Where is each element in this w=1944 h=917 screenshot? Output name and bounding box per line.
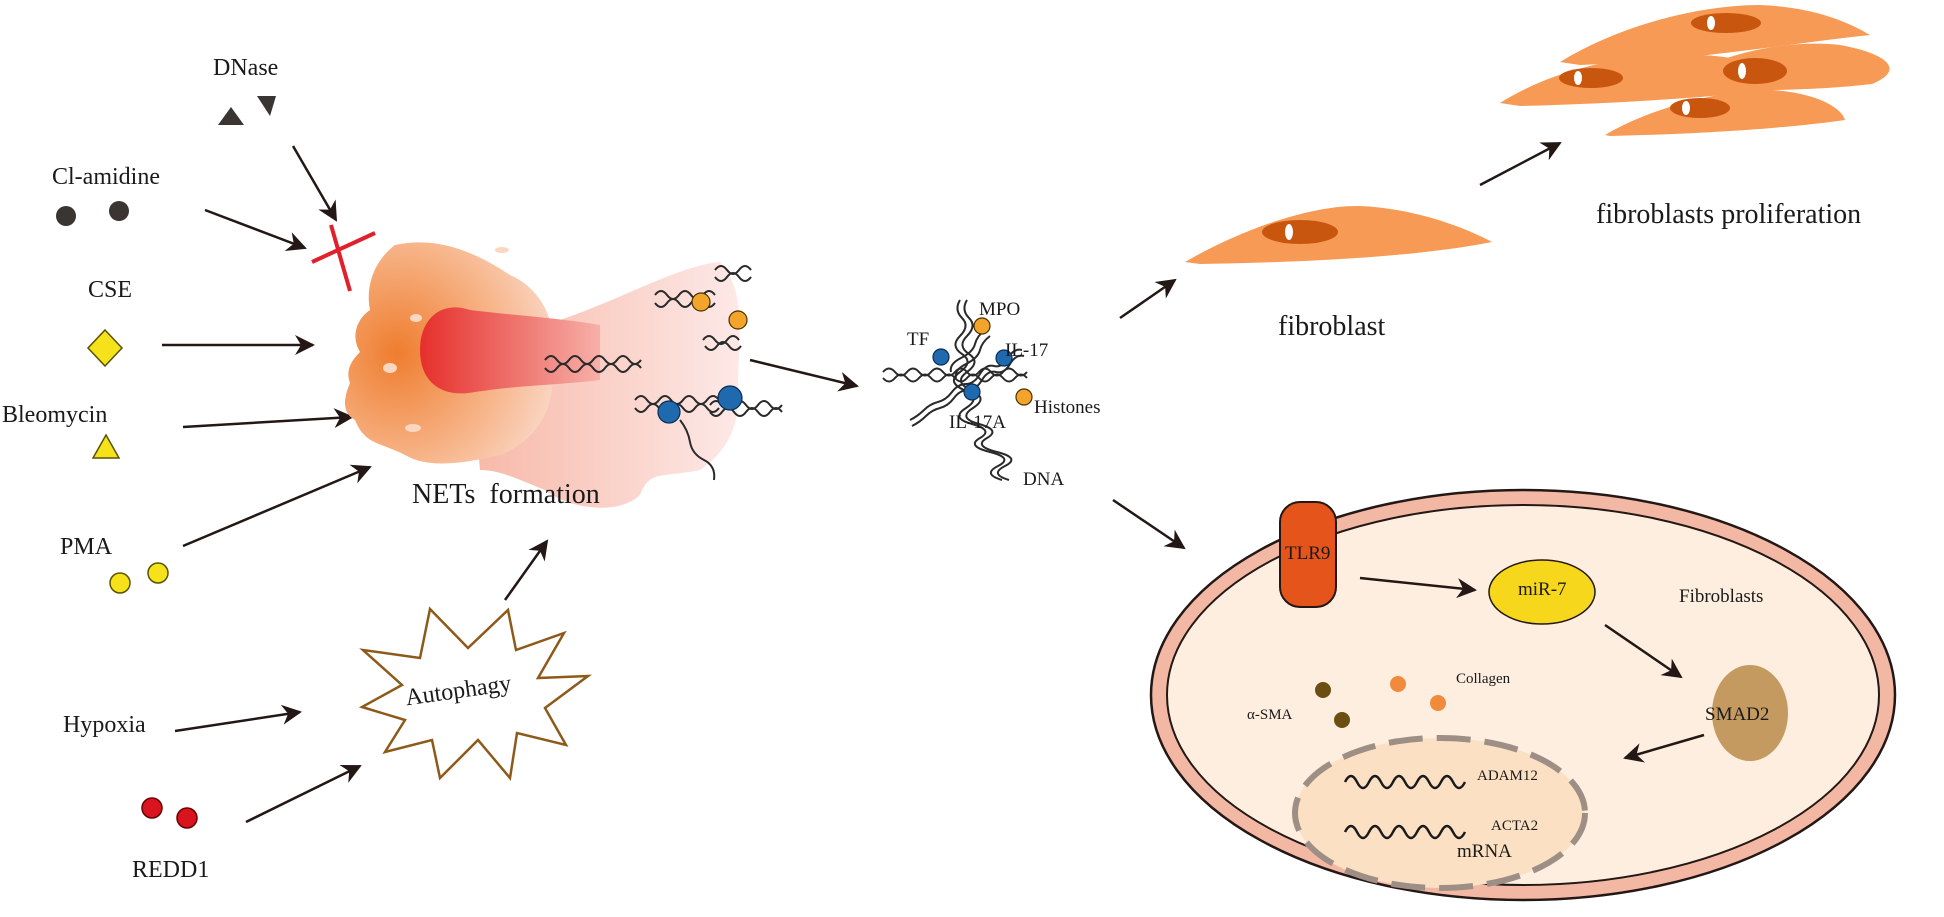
net-proteins — [932, 317, 1033, 406]
dnase-label: DNase — [213, 55, 279, 81]
inhibition-cross-icon — [311, 224, 376, 292]
il17-label: IL-17 — [1005, 340, 1049, 361]
smad2-label: SMAD2 — [1705, 704, 1770, 725]
proliferating-fibroblasts — [1500, 5, 1890, 136]
hypoxia-label: Hypoxia — [63, 712, 146, 738]
cse-label: CSE — [88, 277, 133, 303]
pma-label: PMA — [60, 534, 113, 560]
dna-label: DNA — [1023, 469, 1065, 490]
cl-amidine-label: Cl-amidine — [52, 164, 160, 190]
autophagy-star — [358, 606, 592, 781]
redd1-dots — [141, 797, 198, 829]
collagen-label: Collagen — [1456, 671, 1511, 687]
il17a-label: IL-17A — [949, 412, 1006, 433]
neutrophil-net-illustration — [345, 242, 783, 508]
tlr9-label: TLR9 — [1285, 543, 1331, 564]
cell-arrows — [1359, 576, 1705, 763]
dnase-triangles — [218, 96, 276, 125]
fibroblast-cell — [1149, 488, 1897, 902]
adam12-label: ADAM12 — [1477, 768, 1538, 784]
inducer-arrows — [162, 141, 1562, 824]
histones-label: Histones — [1034, 397, 1101, 418]
cse-diamond — [86, 328, 124, 368]
acta2-label: ACTA2 — [1491, 818, 1539, 834]
mpo-label: MPO — [979, 299, 1021, 320]
fibroblasts-cell-label: Fibroblasts — [1679, 586, 1764, 607]
cl-amidine-dots — [56, 201, 129, 226]
single-fibroblast — [1185, 205, 1492, 264]
alpha-sma-label: α-SMA — [1247, 707, 1293, 723]
mir7-label: miR-7 — [1518, 579, 1567, 600]
net-fiber-complex — [882, 299, 1028, 481]
tf-label: TF — [907, 329, 930, 350]
pma-dots — [109, 562, 169, 594]
mrna-label: mRNA — [1457, 841, 1512, 862]
fibroblast-label: fibroblast — [1278, 311, 1386, 342]
nets-formation-label: NETs formation — [412, 479, 600, 510]
bleomycin-triangle — [91, 433, 121, 459]
redd1-label: REDD1 — [132, 857, 210, 883]
bleomycin-label: Bleomycin — [2, 402, 108, 428]
fibroblasts-proliferation-label: fibroblasts proliferation — [1596, 199, 1862, 230]
